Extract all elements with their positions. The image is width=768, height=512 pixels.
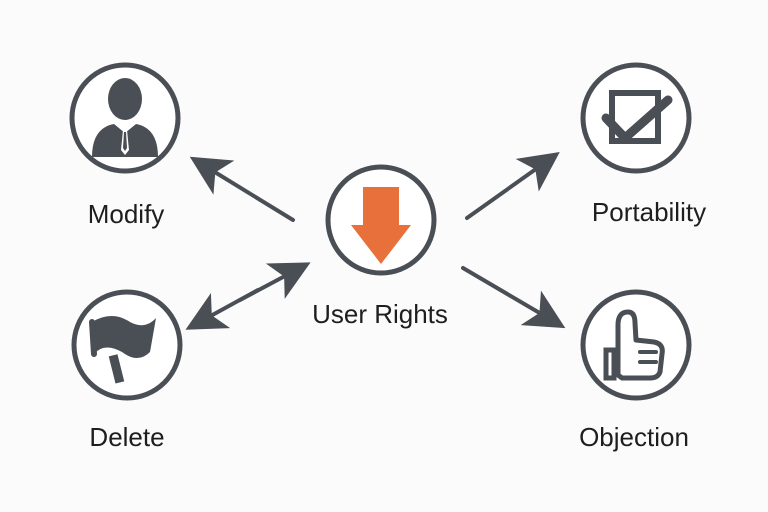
modify-label: Modify	[87, 199, 165, 229]
flag-icon	[89, 316, 156, 384]
arrow-to-objection	[461, 266, 566, 329]
center-node	[325, 164, 437, 276]
person-icon	[92, 78, 158, 157]
connector-arrows	[185, 152, 566, 330]
thumbs-up-icon	[603, 309, 665, 381]
checkbox-icon	[601, 90, 673, 144]
arrow-to-portability	[465, 152, 560, 220]
arrow-to-modify	[189, 156, 295, 222]
delete-label: Delete	[89, 422, 165, 452]
arrow-from-delete	[238, 262, 311, 302]
portability-node	[580, 62, 692, 174]
modify-node	[69, 62, 181, 174]
objection-label: Objection	[579, 422, 689, 452]
portability-label: Portability	[591, 197, 707, 227]
objection-node	[580, 289, 692, 401]
delete-node	[71, 289, 183, 401]
down-arrow-icon	[351, 187, 411, 264]
center-label: User Rights	[312, 299, 448, 329]
